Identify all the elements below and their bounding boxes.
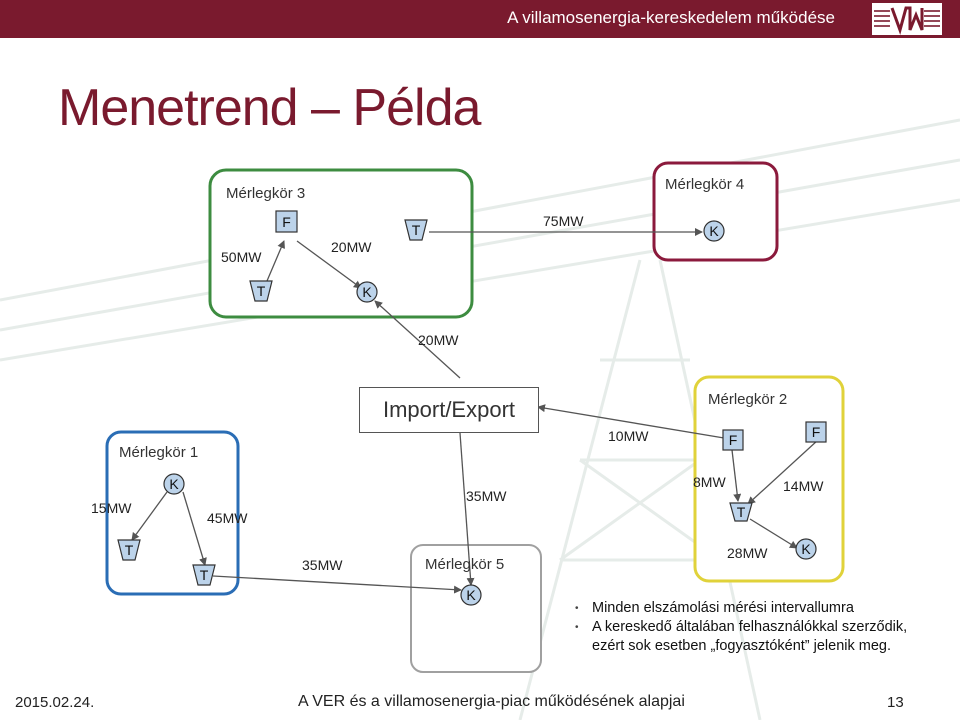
node-f-m3: F: [282, 213, 291, 230]
footer-date: 2015.02.24.: [15, 694, 95, 711]
bullet-item: • A kereskedő általában felhasználókkal …: [575, 618, 925, 656]
bullet-item: • Minden elszámolási mérési intervallumr…: [575, 599, 925, 618]
node-t-m2: T: [736, 504, 746, 520]
node-t-m3a-shape: [404, 219, 428, 241]
node-k-m4-shape: [703, 220, 725, 242]
flow-label-20mw: 20MW: [418, 332, 459, 348]
node-k-m3-shape: [356, 281, 378, 303]
bullet-text: Minden elszámolási mérési intervallumra: [592, 600, 854, 616]
flow-arrow-m1-k-t-right: [182, 491, 207, 566]
page-number: 13: [887, 694, 904, 711]
flow-arrow-m3-f-k: [296, 240, 362, 289]
node-k-m2: K: [801, 541, 811, 557]
top-bar: [0, 0, 960, 38]
flow-label-28mw: 28MW: [727, 545, 768, 561]
flow-arrow-20: [374, 300, 461, 379]
node-t-m1a: T: [124, 542, 134, 558]
flow-arrow-35-import: [459, 432, 475, 586]
flow-arrow-m3-f-t: [263, 240, 285, 289]
flow-label-35mw-m1: 35MW: [302, 557, 343, 573]
node-t-m1b: T: [199, 567, 209, 583]
flow-label-14mw: 14MW: [783, 478, 824, 494]
flow-arrow-m2-8: [731, 449, 742, 502]
node-t-m3b-shape: [249, 280, 273, 302]
bullet-text: A kereskedő általában felhasználókkal sz…: [592, 619, 908, 654]
bullet-list: • Minden elszámolási mérési intervallumr…: [575, 599, 925, 656]
balance-group-4-box: [652, 161, 779, 262]
node-f-m2b-box: [805, 421, 827, 443]
node-k-m5-shape: [460, 584, 482, 606]
balance-group-1-title: Mérlegkör 1: [119, 444, 199, 461]
node-t-m3b: T: [256, 283, 266, 299]
node-f-m2a: F: [728, 432, 738, 448]
node-k-m1: K: [169, 476, 179, 492]
flow-label-75mw: 75MW: [543, 213, 584, 229]
flow-arrow-m1-k-t-left: [131, 491, 168, 541]
balance-group-2-title: Mérlegkör 2: [708, 391, 788, 408]
node-f-m2a-box: [722, 429, 744, 451]
import-export-box: Import/Export: [359, 387, 539, 433]
footer-title: A VER és a villamosenergia-piac működésé…: [298, 693, 685, 710]
vm-logo: [872, 3, 942, 35]
flow-arrow-m2-14: [747, 439, 819, 505]
flow-arrow-35-m1-m5: [212, 575, 462, 594]
node-k-m3: K: [362, 284, 372, 300]
flow-arrow-10: [537, 404, 737, 441]
header-title: A villamosenergia-kereskedelem működése: [507, 8, 835, 27]
flow-label-15mw: 15MW: [91, 500, 132, 516]
node-t-m1a-shape: [117, 539, 141, 561]
balance-group-3-box: [208, 168, 474, 319]
flow-label-45mw: 45MW: [207, 510, 248, 526]
node-f-m3-box: [275, 210, 298, 233]
flow-label-35mw-import: 35MW: [466, 488, 507, 504]
node-f-m2b: F: [811, 424, 821, 440]
balance-group-3-title: Mérlegkör 3: [226, 185, 306, 202]
balance-group-5-box: [410, 544, 542, 673]
node-t-m2-shape: [729, 502, 753, 522]
bullet-dot-icon: •: [575, 622, 579, 633]
node-k-m4: K: [709, 223, 719, 239]
balance-group-1-box: [105, 430, 240, 596]
flow-arrow-m2-28: [749, 518, 798, 549]
node-k-m1-shape: [163, 473, 185, 495]
balance-group-5-title: Mérlegkör 5: [425, 556, 505, 573]
node-t-m3a: T: [411, 222, 421, 238]
balance-group-4-title: Mérlegkör 4: [665, 176, 745, 193]
flow-label-20mw-m3: 20MW: [331, 239, 372, 255]
flow-label-50mw: 50MW: [221, 249, 262, 265]
node-t-m1b-shape: [192, 564, 216, 586]
node-k-m2-shape: [795, 538, 817, 560]
node-k-m5: K: [466, 587, 476, 603]
bullet-dot-icon: •: [575, 603, 579, 614]
flow-label-8mw: 8MW: [693, 474, 726, 490]
flow-label-10mw: 10MW: [608, 428, 649, 444]
slide-title: Menetrend – Példa: [58, 79, 481, 137]
